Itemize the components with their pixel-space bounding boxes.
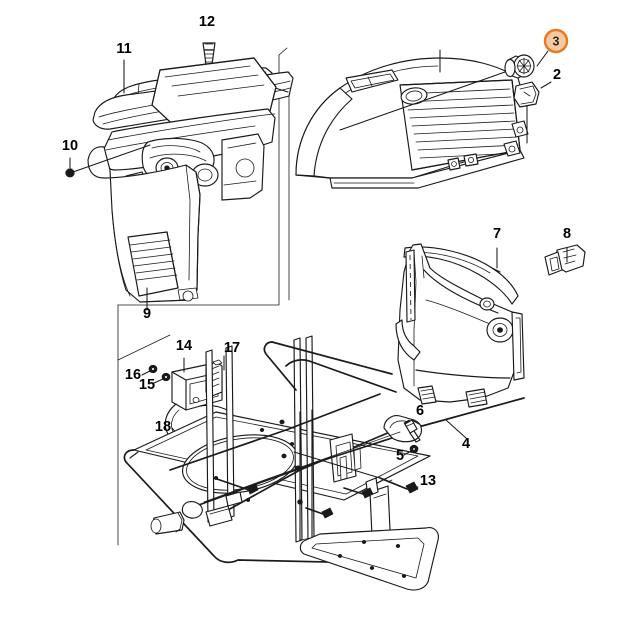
leader-10 xyxy=(72,144,151,173)
frame-hardware-screws xyxy=(213,477,374,519)
leader-6 xyxy=(411,419,420,425)
leader-5 xyxy=(403,450,412,456)
side-panel-assembly xyxy=(395,243,586,408)
leader-16 xyxy=(141,370,151,376)
part-10-grommet xyxy=(65,168,75,178)
leader-3 xyxy=(536,50,549,67)
callout-label-5: 5 xyxy=(396,448,404,464)
part-5-nut xyxy=(409,444,419,454)
callout-label-12: 12 xyxy=(199,14,215,30)
group-guide-lines xyxy=(117,47,290,546)
highlight-badge-label: 3 xyxy=(553,35,560,49)
callout-label-11: 11 xyxy=(116,41,131,57)
callout-label-6: 6 xyxy=(416,403,424,419)
callout-label-4: 4 xyxy=(462,436,470,452)
hood-hinge-brackets xyxy=(447,120,529,171)
callout-label-8: 8 xyxy=(563,226,571,242)
callout-label-14: 14 xyxy=(176,338,192,354)
leader-15 xyxy=(153,378,164,384)
frame-assembly xyxy=(123,335,525,591)
callout-label-13: 13 xyxy=(420,473,436,489)
callout-label-2: 2 xyxy=(553,67,561,83)
callout-labels: 12 11 10 2 9 7 8 14 17 16 15 18 6 5 4 13 xyxy=(62,14,571,489)
side-shroud-panel xyxy=(395,243,525,408)
lower-shroud-housing xyxy=(87,146,201,303)
part-3-latch-knob xyxy=(504,54,535,79)
hood-assembly xyxy=(295,49,552,189)
callout-label-16: 16 xyxy=(125,367,141,383)
callout-label-15: 15 xyxy=(139,377,155,393)
part-2-clip-bushing xyxy=(513,81,540,108)
left-stub-shaft xyxy=(150,511,185,535)
callout-label-18: 18 xyxy=(155,419,171,435)
part-8-latch-catch xyxy=(544,244,586,276)
hood-louver-panel xyxy=(399,79,521,171)
upper-left-shroud-assembly xyxy=(65,42,294,311)
highlight-badge-circle xyxy=(543,28,569,54)
leader-4 xyxy=(445,419,467,439)
part-15-screw xyxy=(161,372,171,382)
highlight-badge-3[interactable]: 3 xyxy=(543,28,569,54)
shroud-right-panel xyxy=(221,133,265,201)
part-9-vent-grille xyxy=(127,231,179,297)
callout-label-9: 9 xyxy=(143,306,151,322)
part-6-bolt xyxy=(403,419,421,443)
leader-3-to-hood xyxy=(339,71,506,131)
callout-label-17: 17 xyxy=(224,340,240,356)
part-16-washer xyxy=(148,364,158,374)
leader-2 xyxy=(540,81,552,89)
leader-13-long xyxy=(293,451,381,479)
callout-label-10: 10 xyxy=(62,138,78,154)
callout-label-7: 7 xyxy=(493,226,501,242)
